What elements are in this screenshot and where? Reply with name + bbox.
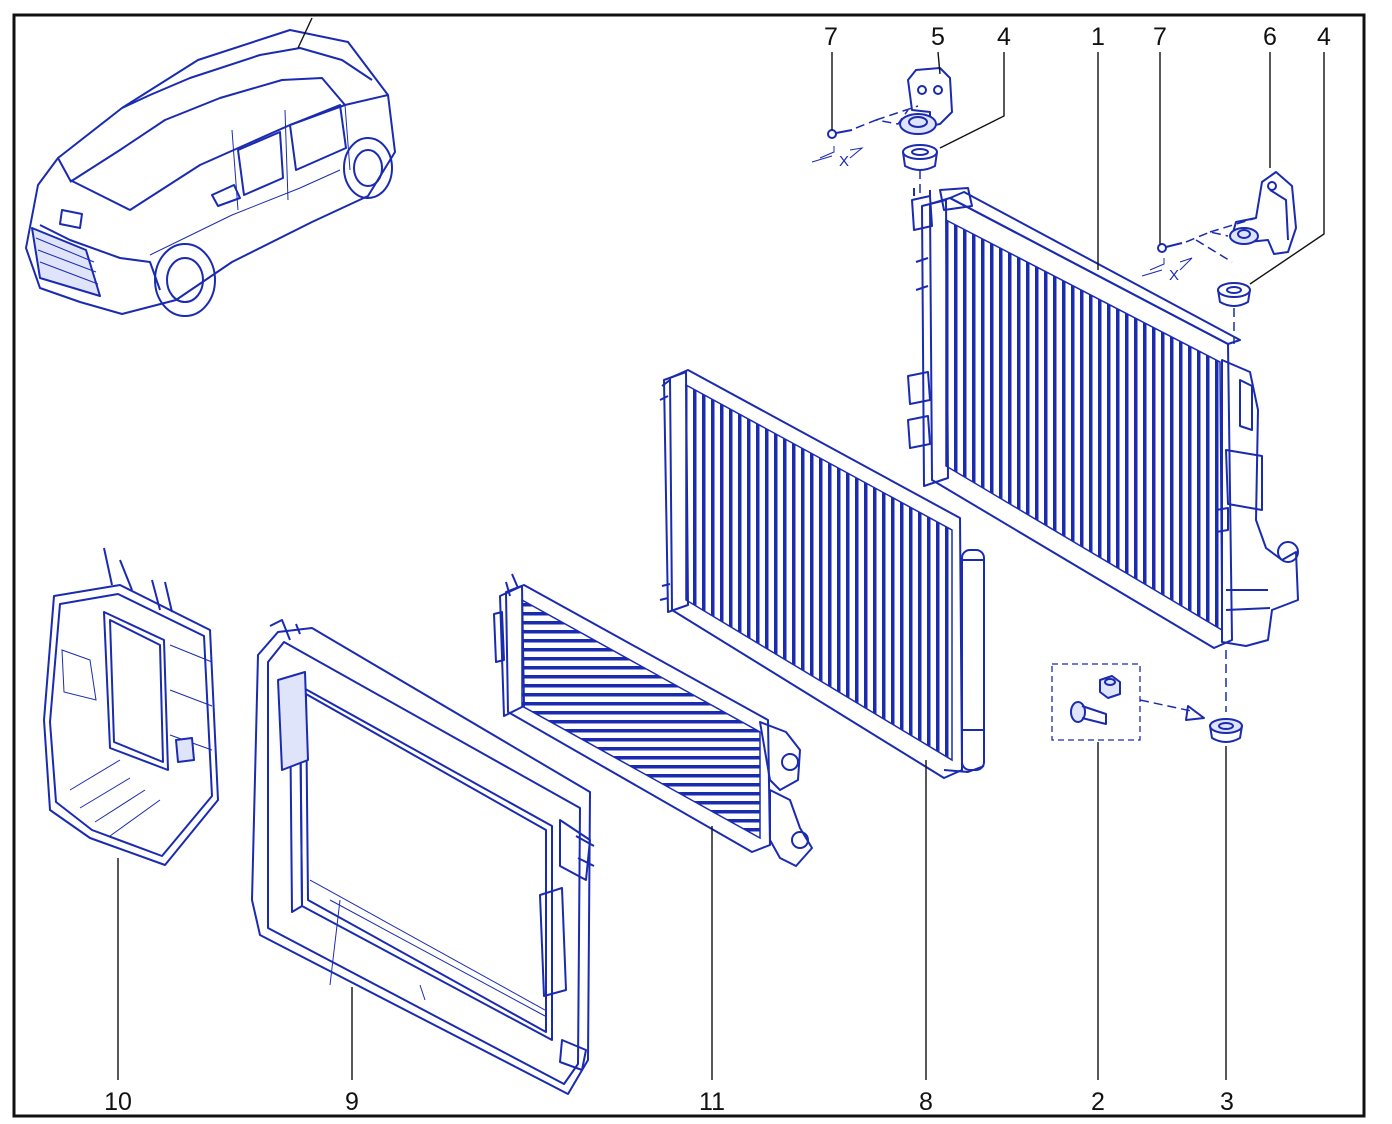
callout-labels: 7 5 4 1 7 6 4 10 9 11 8 2 3 (104, 23, 1331, 1116)
frame-icon (251, 619, 595, 1095)
callout-7-right: 7 (1153, 23, 1167, 51)
callout-10: 10 (104, 1088, 132, 1116)
car-silhouette-icon (25, 17, 396, 317)
condenser-icon (659, 369, 985, 1080)
bolt-nut-icon (1070, 675, 1121, 725)
grommet-4-right (1217, 282, 1251, 307)
fastener-kit (1051, 663, 1205, 1080)
callout-2: 2 (1091, 1088, 1105, 1116)
condenser (659, 369, 985, 1080)
bracket-6 (1229, 171, 1297, 255)
dimension-x-right: X (1169, 267, 1179, 284)
bracket-5 (899, 67, 953, 135)
callout-11: 11 (699, 1088, 725, 1116)
callout-4-left: 4 (997, 23, 1011, 51)
screw-icon (1157, 242, 1183, 253)
leader-lines (117, 51, 1325, 1080)
callout-1: 1 (1091, 23, 1105, 51)
radiator (907, 52, 1299, 649)
callout-5: 5 (931, 23, 945, 51)
intercooler-icon (493, 573, 813, 1080)
bracket-icon (899, 67, 953, 135)
lower-grommet (1209, 650, 1243, 1080)
mount-assembly-left: X (811, 67, 953, 196)
callout-3: 3 (1220, 1088, 1234, 1116)
callout-6: 6 (1263, 23, 1277, 51)
radiator-icon (907, 52, 1299, 649)
callout-4-right: 4 (1317, 23, 1331, 51)
grommet-icon (1209, 718, 1243, 743)
callout-8: 8 (919, 1088, 933, 1116)
fan-shroud-frame (251, 619, 595, 1095)
fastener-kit-box (1051, 663, 1141, 741)
mount-assembly-right: X (1141, 171, 1297, 344)
dimension-x-left: X (839, 153, 849, 170)
air-duct (43, 547, 219, 866)
screw-7-right (1157, 242, 1183, 253)
callout-9: 9 (345, 1088, 359, 1116)
callout-7-left: 7 (824, 23, 838, 51)
intercooler (493, 573, 813, 1080)
duct-icon (43, 547, 219, 866)
vehicle-illustration (25, 17, 396, 317)
grommet-icon (1217, 282, 1251, 307)
bracket-icon (1229, 171, 1297, 255)
